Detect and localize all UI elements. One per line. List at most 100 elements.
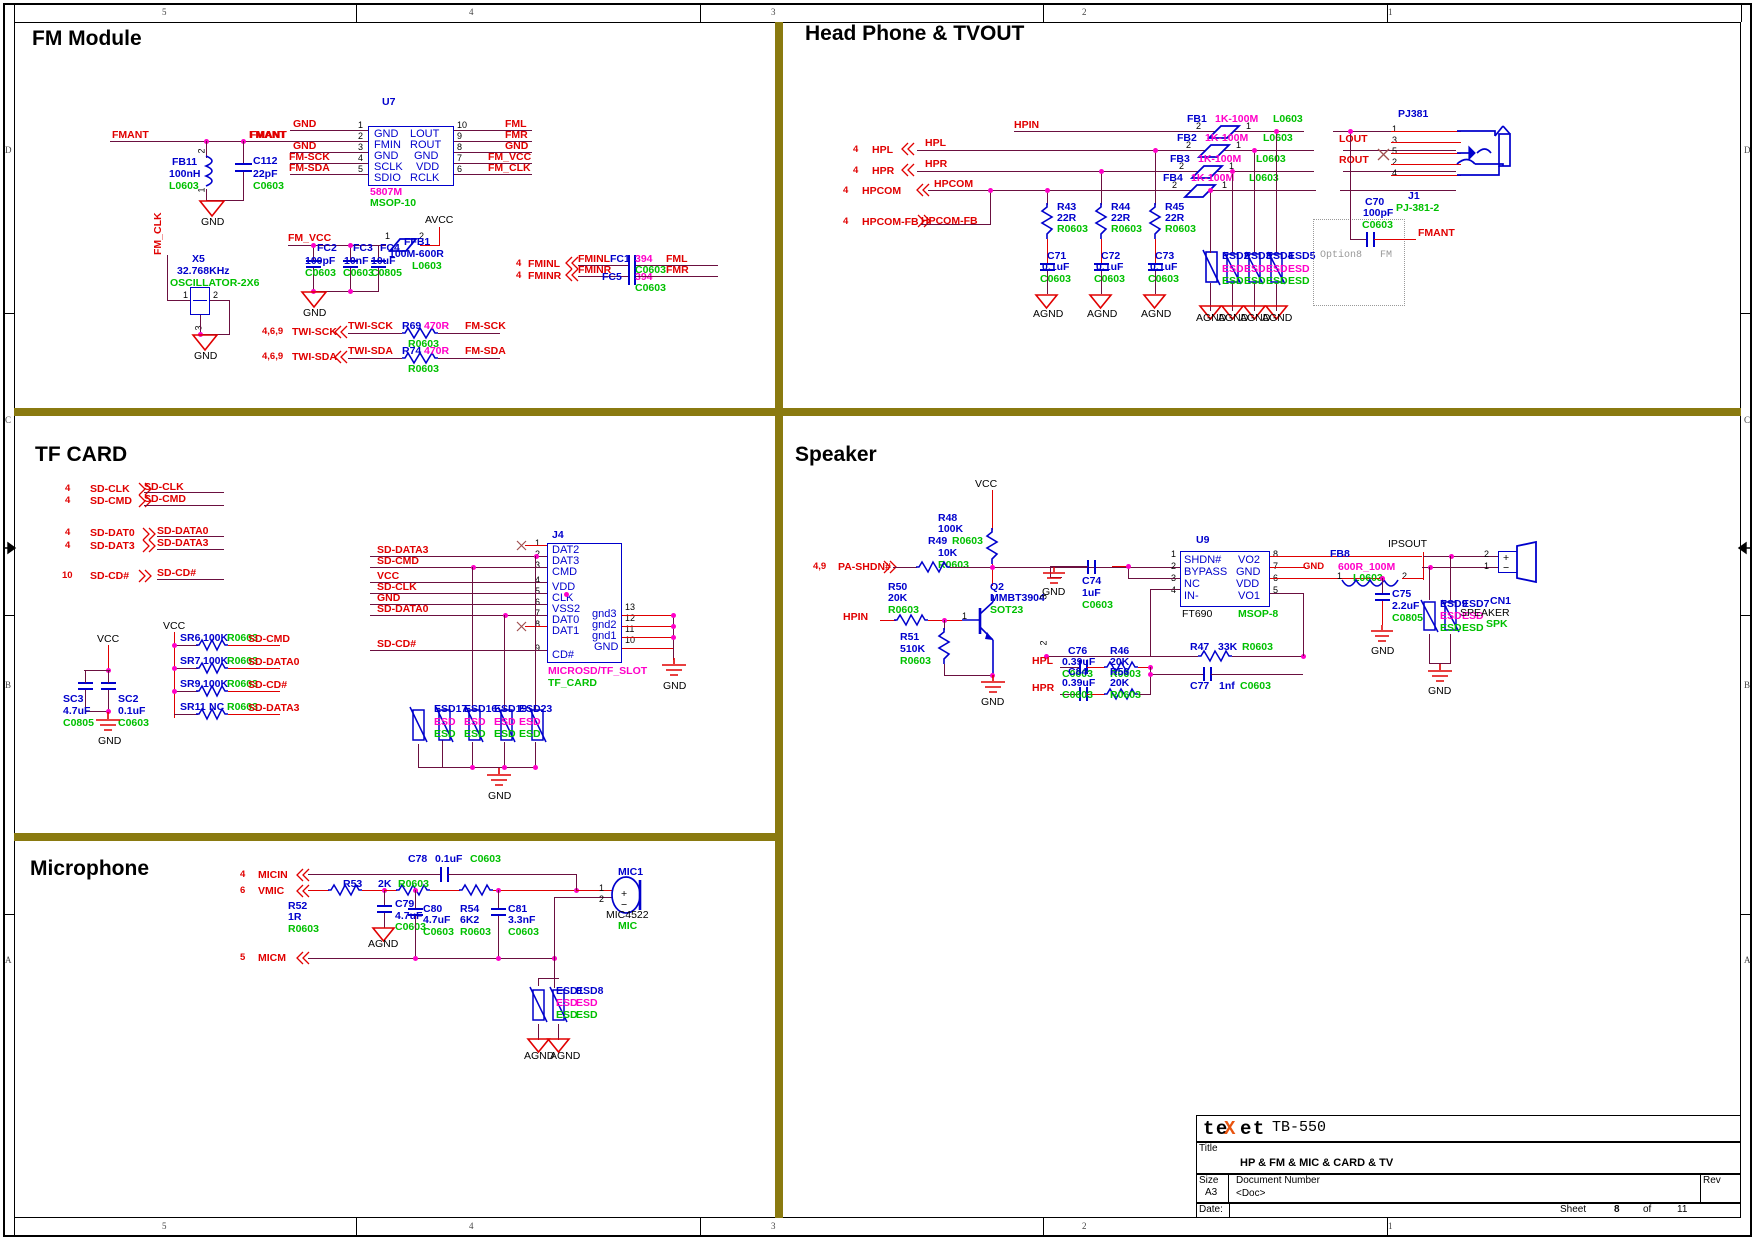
- wire: [144, 492, 224, 494]
- wire: [576, 890, 614, 892]
- inductor-fb11-symbol: [203, 155, 213, 187]
- junction-dot: [1252, 148, 1257, 153]
- ruler-tick: [1043, 1218, 1045, 1237]
- component-esd1-value: ESD: [576, 997, 598, 1009]
- capacitor-fc2-plate-top: [306, 260, 321, 262]
- wire: [84, 670, 110, 672]
- junction-dot: [990, 565, 995, 570]
- gnd-label: GND: [98, 735, 122, 747]
- ic-u7-pinname-gnd1: GND: [374, 128, 399, 140]
- net-label-gnd-u7-p1: GND: [293, 118, 317, 130]
- net-label-sd-cd: SD-CD#: [157, 567, 197, 579]
- component-esd17-value: ESD: [434, 716, 456, 728]
- component-q2-part: MMBT3904: [990, 592, 1045, 604]
- gnd-symbol: [1371, 625, 1393, 642]
- component-ffb1-refdes: FFB1: [404, 236, 431, 248]
- resistor-r52-symbol: [328, 883, 362, 897]
- ruler-tick: [1387, 3, 1389, 22]
- ic-u9-pinname-gnd: GND: [1236, 566, 1261, 578]
- connector-cn1-value: SPK: [1486, 618, 1508, 630]
- wire: [1150, 674, 1204, 676]
- component-esd16-package: ESD: [464, 728, 486, 740]
- connector-j4-pinnum-5: 5: [535, 586, 541, 596]
- component-r46-value: 20K: [1110, 656, 1130, 668]
- wire: [157, 536, 224, 538]
- component-esd17-refdes: ESD17: [434, 703, 468, 715]
- junction-dot: [564, 592, 569, 597]
- wire: [157, 579, 224, 581]
- title-block-divider: [1229, 1203, 1231, 1218]
- component-c74-value: 1uF: [1082, 587, 1101, 599]
- ic-u7-package: MSOP-10: [370, 197, 417, 209]
- component-sr6-package: R0603: [227, 632, 258, 644]
- gnd-symbol: [96, 712, 120, 731]
- capacitor-c112-plate-top: [235, 163, 252, 165]
- net-label-fmant-u7-p2: FMANT: [250, 129, 287, 141]
- port-label-hpl: HPL: [872, 144, 893, 156]
- wire-hpcom: [928, 190, 1316, 192]
- component-r43-refdes: R43: [1057, 201, 1077, 213]
- net-label-vcc-decap: VCC: [97, 633, 120, 645]
- wire: [174, 691, 198, 693]
- wire: [1423, 552, 1425, 580]
- component-x5-pin3: 3: [193, 325, 204, 331]
- net-label-twi-sck: TWI-SCK: [348, 320, 393, 332]
- component-esd17-package: ESD: [434, 728, 456, 740]
- net-label-fmsda-u7-p5: FM-SDA: [289, 162, 330, 174]
- component-sr7-package: R0603: [227, 655, 258, 667]
- component-fb1-pin2: 2: [1196, 121, 1202, 131]
- row-label-B-right: B: [1744, 680, 1751, 690]
- wire: [378, 268, 380, 292]
- row-label-A-right: A: [1744, 955, 1751, 965]
- net-label-sd-data3: SD-DATA3: [157, 537, 209, 549]
- resistor-r43-symbol: [1040, 203, 1054, 239]
- component-r54-value: 6K2: [460, 914, 480, 926]
- component-r48-package: R0603: [952, 535, 983, 547]
- wire: [438, 358, 500, 360]
- wire: [108, 645, 110, 670]
- net-label-avcc: AVCC: [425, 214, 454, 226]
- document-number-value: <Doc>: [1236, 1188, 1266, 1199]
- resistor-r74-symbol: [402, 351, 438, 365]
- capacitor-c72-plate-bottom: [1094, 269, 1109, 271]
- wire-fm-vcc: [288, 245, 386, 247]
- component-sr9-refdes: SR9: [180, 678, 201, 690]
- component-c81-package: C0603: [508, 926, 539, 938]
- gnd-label: GND: [194, 350, 218, 362]
- wire: [1138, 694, 1151, 696]
- net-label-hpl-speaker: HPL: [1032, 655, 1053, 667]
- junction-dot: [502, 765, 507, 770]
- wire: [454, 174, 532, 176]
- junction-dot: [1148, 672, 1153, 677]
- component-q2-refdes: Q2: [990, 581, 1005, 593]
- component-fb4-refdes: FB4: [1163, 172, 1183, 184]
- wire: [1060, 667, 1080, 669]
- net-label-gnd-u7-p3: GND: [293, 140, 317, 152]
- net-label-fmclk-u7-p6: FM_CLK: [488, 162, 531, 174]
- capacitor-c81-plate-top: [491, 908, 506, 910]
- wire: [243, 141, 245, 163]
- component-r69-package: R0603: [408, 338, 439, 350]
- junction-dot: [1045, 188, 1050, 193]
- ruler-tick: [700, 3, 702, 22]
- port-label-sd-dat3: SD-DAT3: [90, 540, 135, 552]
- connector-j4-pinname-gnd1: gnd1: [592, 630, 617, 642]
- wire: [1350, 131, 1352, 240]
- wire: [538, 978, 559, 980]
- component-c74-refdes: C74: [1082, 575, 1102, 587]
- connector-j4-body: [547, 543, 622, 663]
- gnd-symbol: [662, 658, 686, 676]
- capacitor-sc3-plate-bottom: [78, 688, 93, 690]
- junction-dot: [172, 689, 177, 694]
- component-esd23-value: ESD: [519, 716, 541, 728]
- component-c70-package: C0603: [1362, 219, 1393, 231]
- wire: [1155, 150, 1157, 205]
- connector-pj381-pin-4: 4: [1392, 168, 1398, 178]
- component-r56-value: 20K: [1110, 677, 1130, 689]
- ic-u7-pinname-fmin: FMIN: [374, 139, 401, 151]
- component-q2-pin1: 1: [962, 611, 968, 621]
- sheet-total: 11: [1677, 1204, 1688, 1215]
- junction-dot: [1428, 565, 1433, 570]
- connector-pj381-refdes: PJ381: [1398, 108, 1429, 120]
- wire: [206, 189, 208, 201]
